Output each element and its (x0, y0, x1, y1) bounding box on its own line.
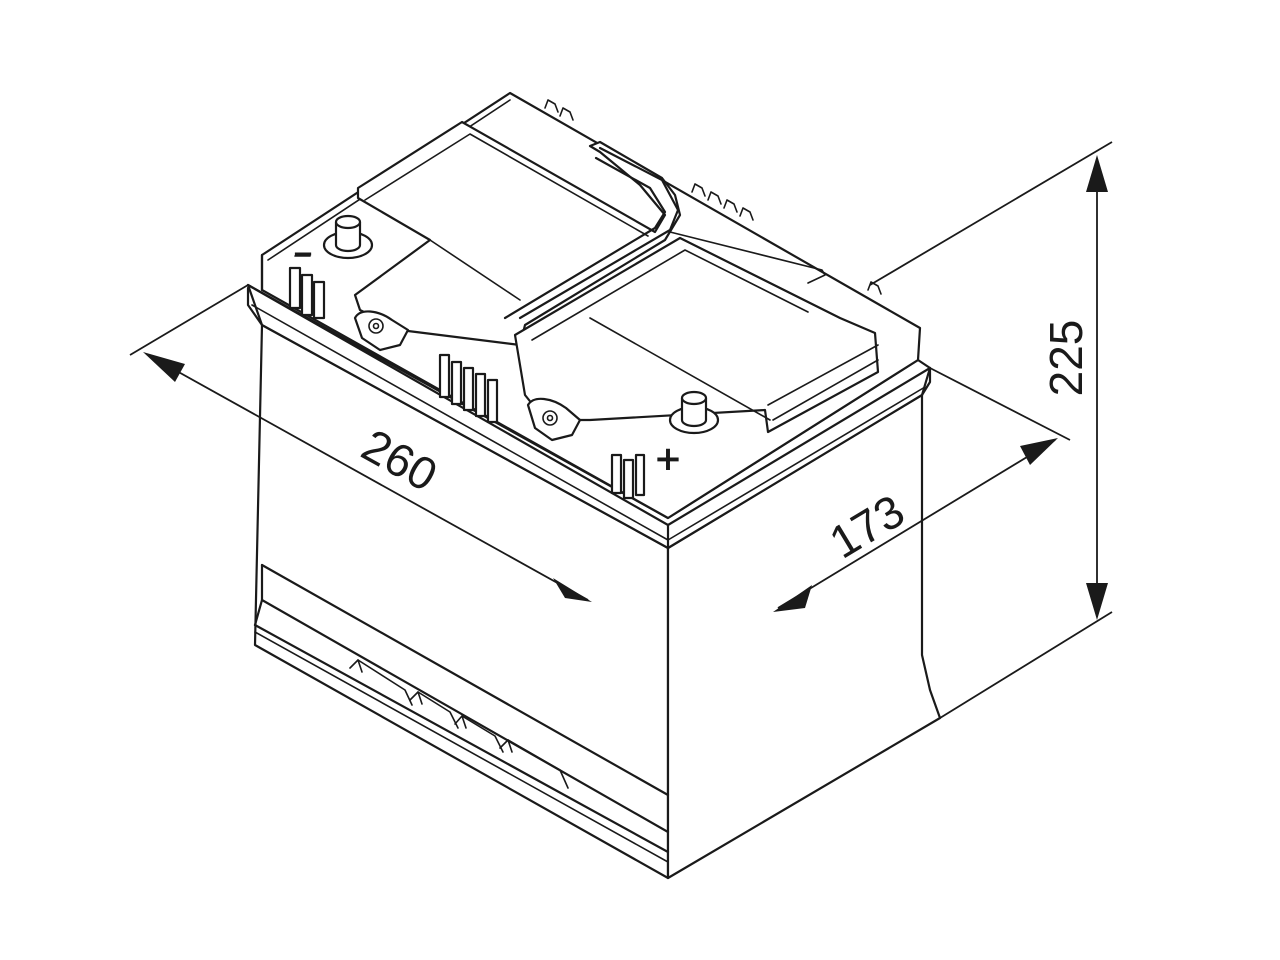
hold-down-ledge (253, 563, 670, 863)
right-clips (610, 453, 646, 500)
battery-case (253, 323, 942, 880)
height-arrow-top (1086, 155, 1108, 192)
lid-lugs (353, 310, 582, 442)
width-arrow-end (1020, 438, 1058, 465)
vent-bumps (544, 99, 882, 295)
length-dimension-line (147, 354, 589, 601)
positive-terminal: + (654, 390, 720, 479)
height-label: 225 (1040, 320, 1092, 397)
positive-symbol: + (654, 439, 683, 479)
width-arrow-start (773, 585, 812, 612)
length-arrow-end (553, 578, 592, 602)
battery-lid (246, 91, 932, 550)
width-dimension-line (777, 439, 1056, 609)
length-arrow-start (143, 352, 185, 382)
cover-panel-left (353, 120, 682, 347)
height-arrow-bottom (1086, 583, 1108, 620)
negative-symbol: − (292, 239, 314, 269)
center-clips (438, 353, 499, 424)
dimension-height: 225 (1040, 155, 1108, 620)
left-clips (288, 266, 326, 320)
negative-terminal: − (292, 214, 374, 269)
